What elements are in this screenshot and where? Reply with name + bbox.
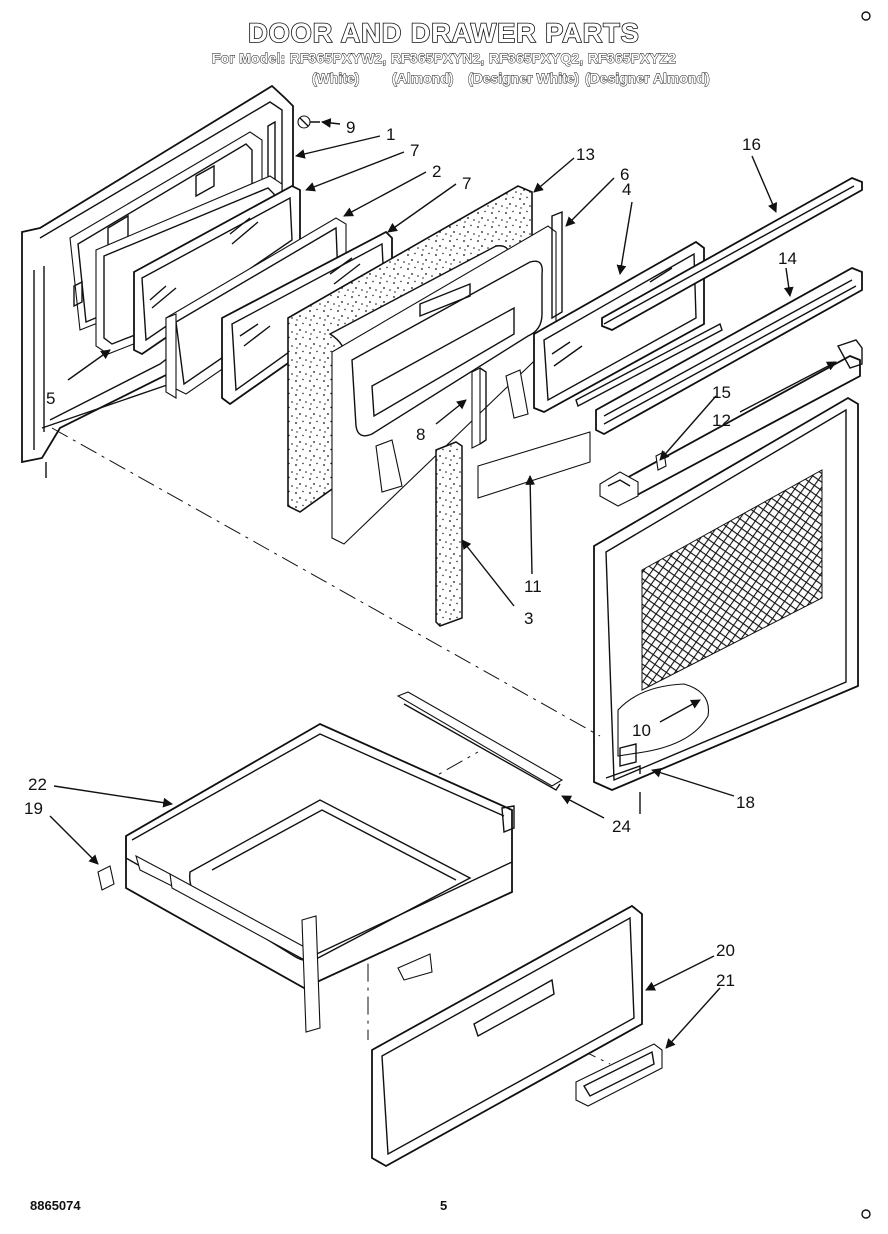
callout-8: 8 [416, 425, 425, 444]
hinge-part [471, 367, 487, 449]
callout-11: 11 [524, 577, 542, 596]
callout-22: 22 [28, 775, 47, 794]
drawer-bumper [97, 865, 115, 891]
callout-12: 12 [712, 411, 731, 430]
page-title: DOOR AND DRAWER PARTS [247, 17, 640, 49]
callout-16: 16 [742, 135, 761, 154]
drawer-body [125, 722, 515, 1033]
callout-18: 18 [736, 793, 755, 812]
callout-7: 7 [410, 141, 419, 160]
screw-part [297, 115, 320, 129]
callout-4: 4 [622, 180, 631, 199]
callout-10: 10 [632, 721, 651, 740]
drawer-handle [575, 1043, 663, 1107]
callout-14: 14 [778, 249, 797, 268]
variant-designer-almond: (Designer Almond) [585, 70, 711, 87]
callout-20: 20 [716, 941, 735, 960]
alignment-line [51, 427, 601, 737]
callout-2: 2 [432, 162, 441, 181]
callout-6: 6 [620, 165, 629, 184]
variant-almond: (Almond) [392, 70, 454, 87]
corner-mark [861, 1209, 871, 1219]
insulation-strip [435, 441, 463, 627]
corner-mark [861, 11, 871, 21]
drawer-slide [396, 691, 564, 791]
callout-15: 15 [712, 383, 731, 402]
callout-1: 1 [386, 125, 395, 144]
door-trim-upper [601, 177, 863, 331]
variant-designer-white: (Designer White) [468, 70, 580, 87]
callout-13: 13 [576, 145, 595, 164]
callout-7b: 7 [462, 174, 471, 193]
callout-24: 24 [612, 817, 631, 836]
model-numbers: For Model: RF365PXYW2, RF365PXYN2, RF365… [211, 50, 677, 67]
callout-3: 3 [524, 609, 533, 628]
callout-5: 5 [46, 389, 55, 408]
callout-19: 19 [24, 799, 43, 818]
door-handle [599, 339, 863, 507]
page-number: 5 [440, 1198, 448, 1213]
callout-9: 9 [346, 118, 355, 137]
drawer-front-panel [371, 904, 643, 1168]
document-number: 8865074 [30, 1198, 81, 1213]
door-handle-rail [575, 267, 863, 436]
callout-labels: 9 1 7 2 7 13 6 16 4 14 5 15 12 8 11 3 10… [24, 118, 797, 990]
callout-21: 21 [716, 971, 735, 990]
variant-white: (White) [312, 70, 360, 87]
door-seal-strip [477, 431, 591, 499]
